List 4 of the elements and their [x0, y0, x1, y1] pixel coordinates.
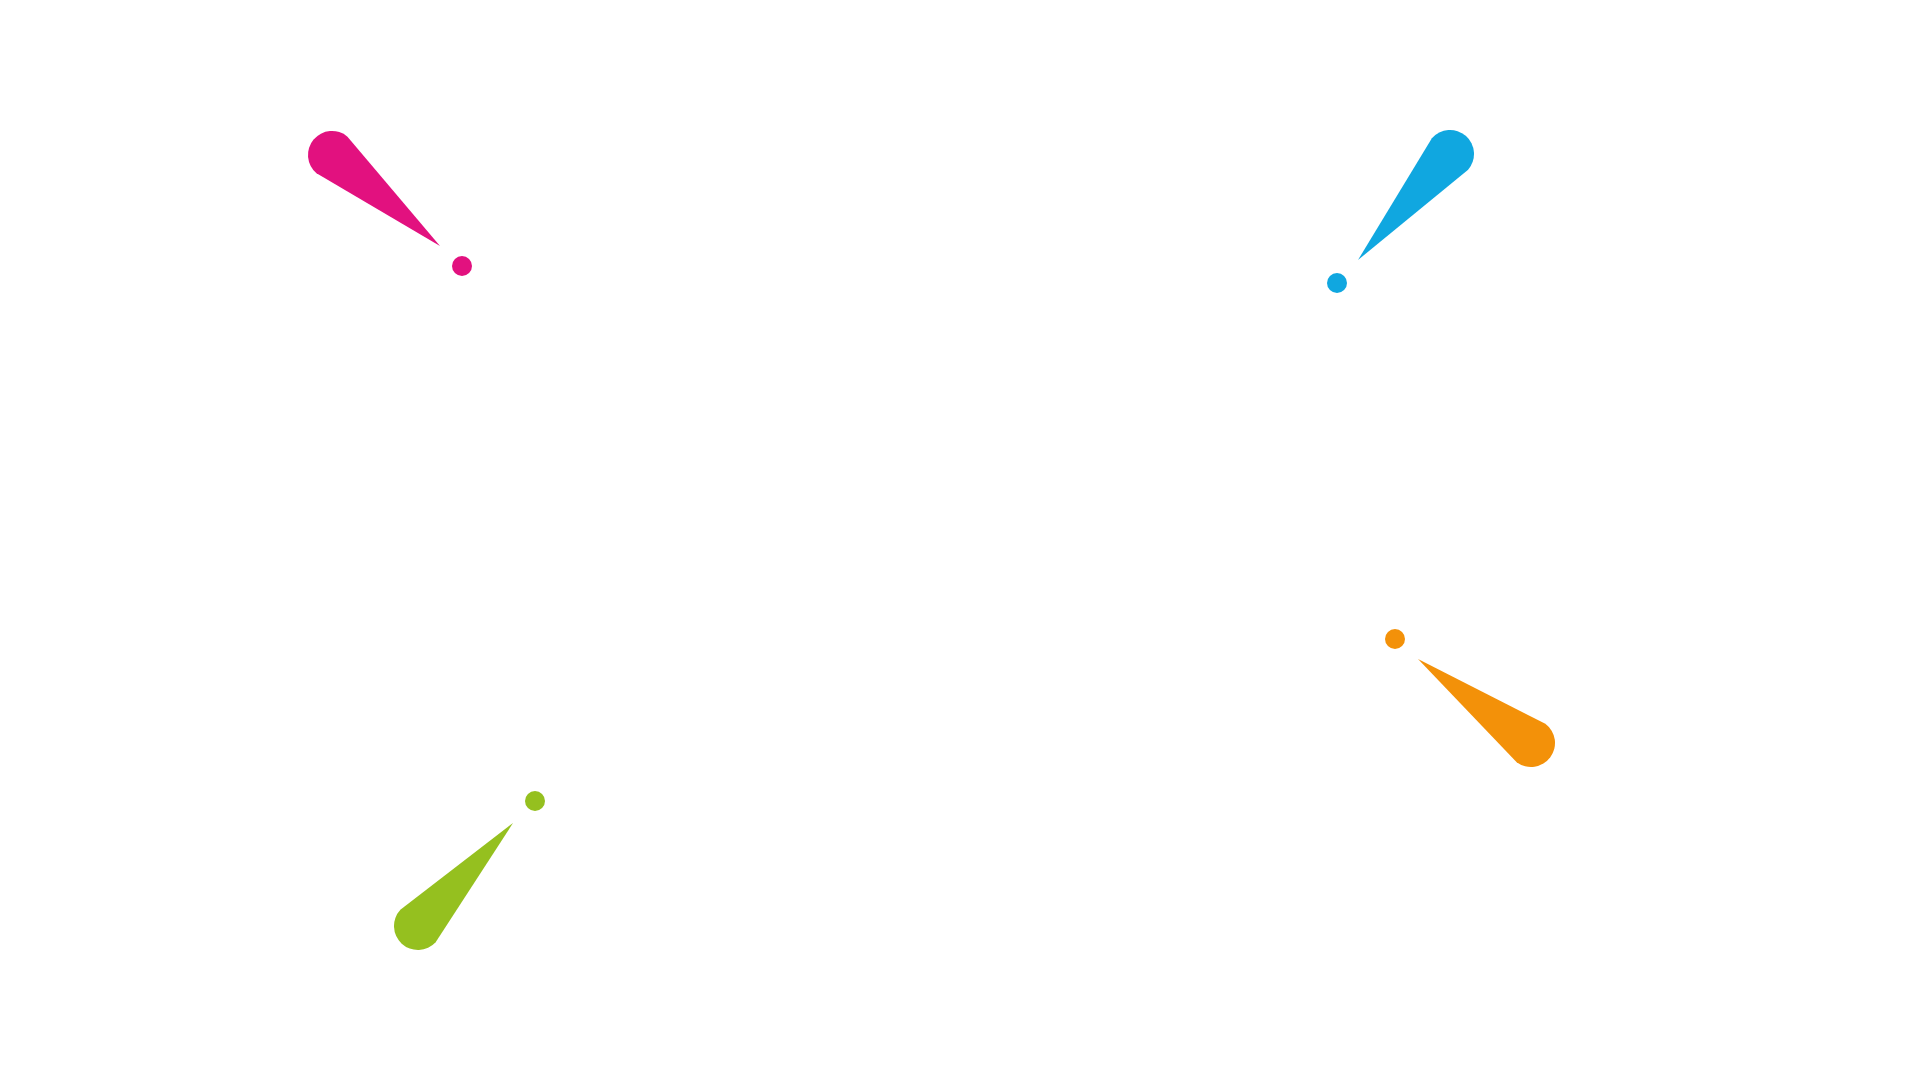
teardrop-pin [1385, 629, 1555, 767]
teardrop-pin [1327, 130, 1474, 293]
teardrop-pin [394, 791, 545, 950]
teardrop-pin [308, 131, 472, 276]
